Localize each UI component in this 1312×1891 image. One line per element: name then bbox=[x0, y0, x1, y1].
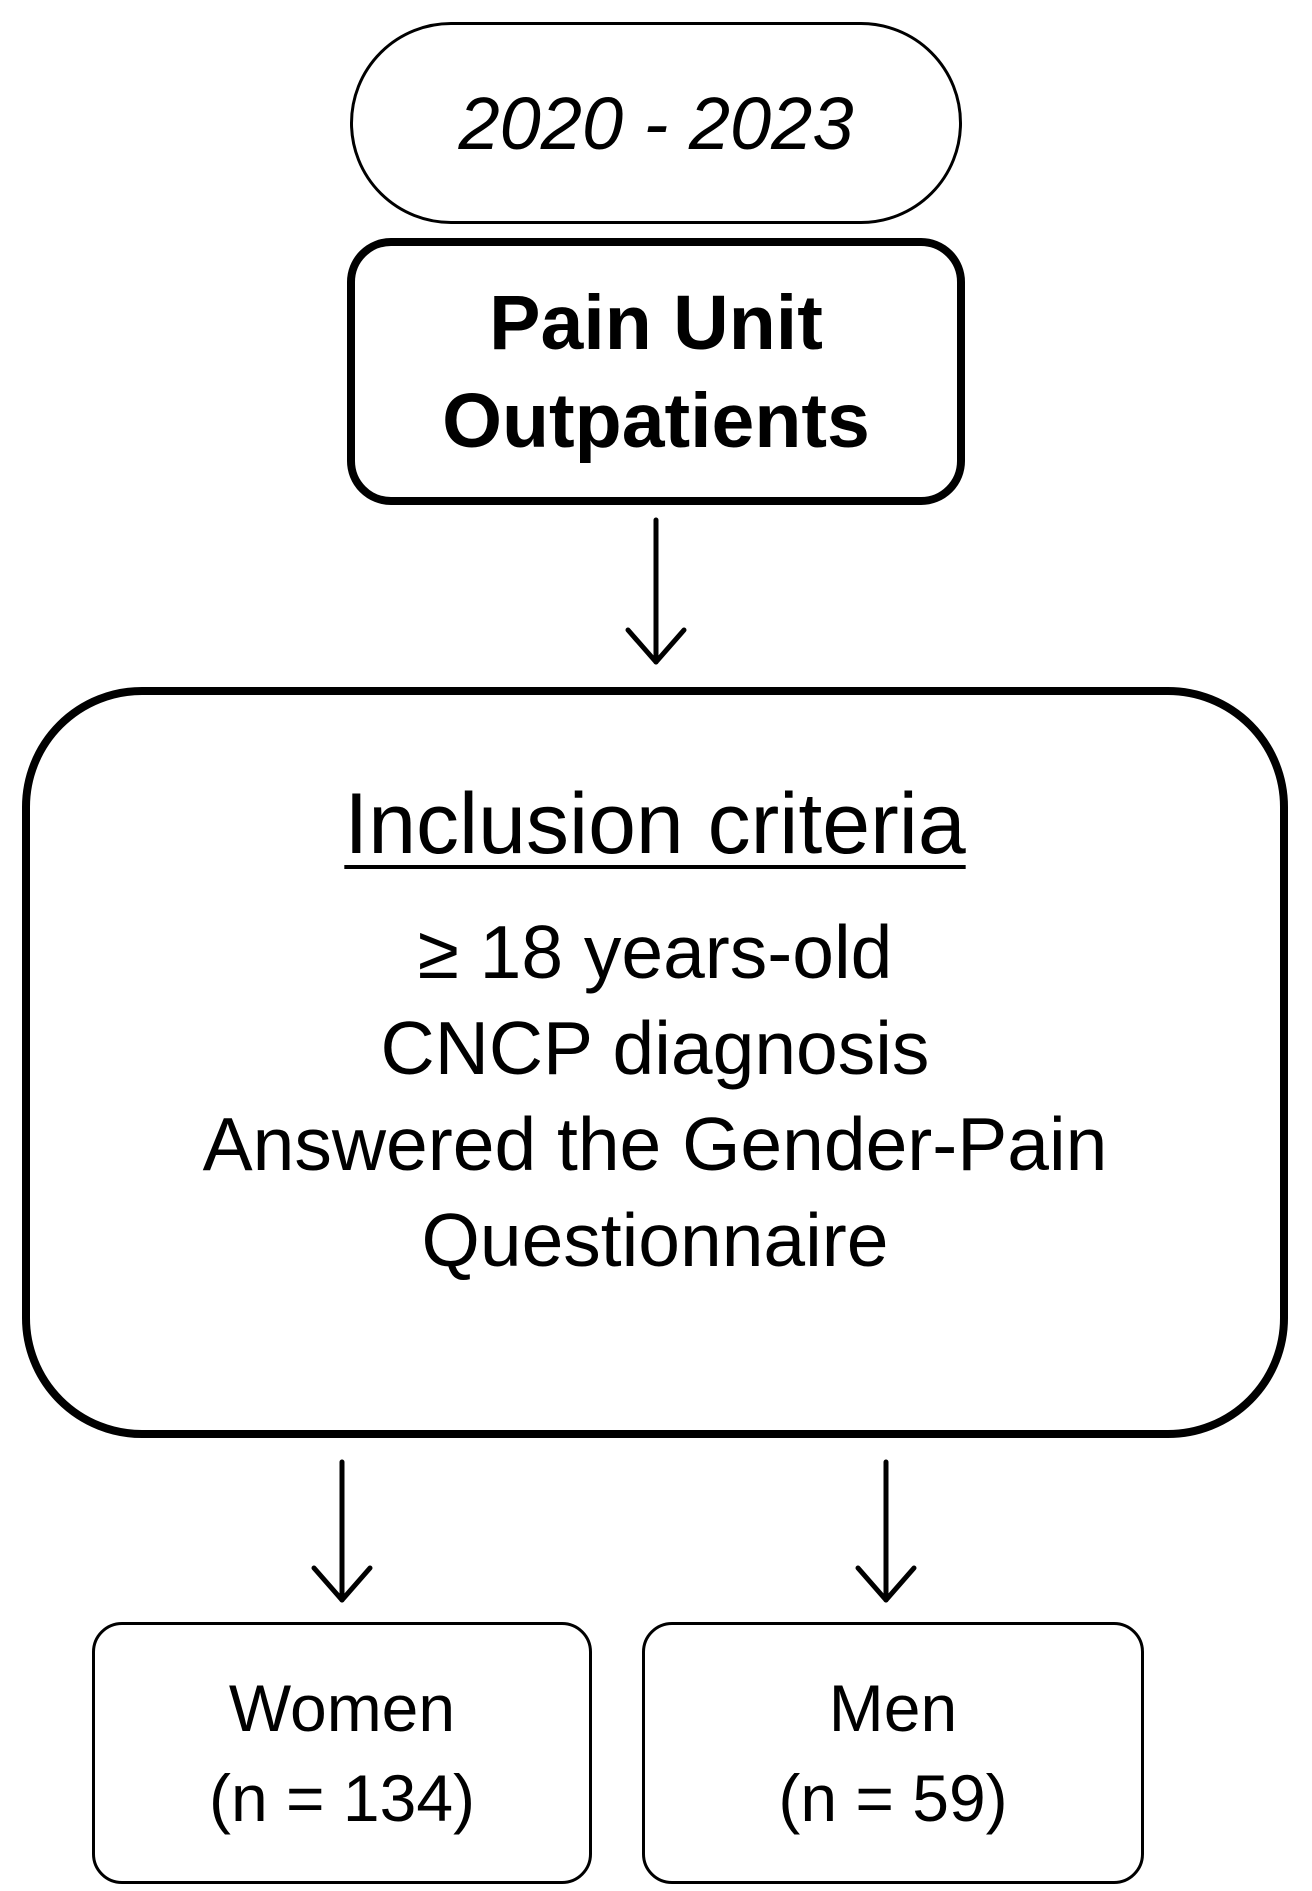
criteria-item: Answered the Gender-Pain bbox=[202, 1102, 1108, 1186]
arrow-to-criteria bbox=[625, 517, 687, 665]
source-line-2: Outpatients bbox=[442, 377, 870, 464]
period-label: 2020 - 2023 bbox=[458, 81, 854, 165]
period-box: 2020 - 2023 bbox=[350, 22, 962, 224]
criteria-item: CNCP diagnosis bbox=[380, 1006, 930, 1090]
source-box: Pain Unit Outpatients bbox=[347, 238, 965, 505]
source-line-1: Pain Unit bbox=[489, 279, 823, 366]
women-group-box: Women (n = 134) bbox=[92, 1622, 592, 1884]
men-label: Men bbox=[828, 1671, 958, 1745]
women-count: (n = 134) bbox=[209, 1761, 475, 1835]
criteria-title: Inclusion criteria bbox=[344, 776, 966, 872]
men-count: (n = 59) bbox=[778, 1761, 1008, 1835]
inclusion-criteria-box: Inclusion criteria ≥ 18 years-old CNCP d… bbox=[22, 687, 1288, 1438]
criteria-item: Questionnaire bbox=[421, 1198, 889, 1282]
women-label: Women bbox=[228, 1671, 456, 1745]
criteria-list: ≥ 18 years-old CNCP diagnosis Answered t… bbox=[203, 904, 1108, 1288]
arrow-to-men bbox=[855, 1459, 917, 1603]
criteria-item: ≥ 18 years-old bbox=[417, 910, 893, 994]
men-group-box: Men (n = 59) bbox=[642, 1622, 1144, 1884]
arrow-to-women bbox=[311, 1459, 373, 1603]
